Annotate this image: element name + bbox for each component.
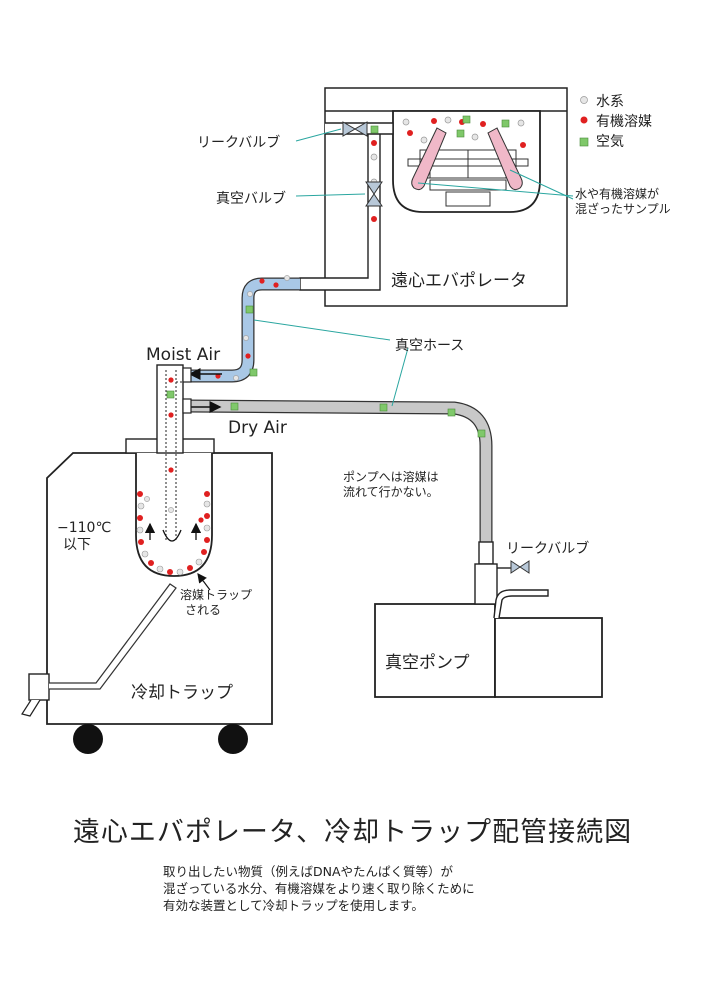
pump-note-label: ポンプへは溶媒は 流れて行かない。 bbox=[343, 470, 439, 499]
leak-valve-pump bbox=[510, 560, 530, 574]
dry-air-hose bbox=[185, 399, 493, 542]
trapped-label: 溶媒トラップ される bbox=[180, 588, 253, 617]
moist-air-label: Moist Air bbox=[146, 345, 221, 365]
sample-tube bbox=[411, 127, 447, 191]
sample-tube bbox=[487, 127, 523, 191]
legend-organic-label: 有機溶媒 bbox=[596, 114, 652, 130]
vacuum-valve bbox=[365, 181, 383, 207]
leak-valve-top bbox=[342, 121, 368, 137]
legend-water-label: 水系 bbox=[596, 94, 624, 110]
legend bbox=[579, 96, 589, 147]
cold-trap bbox=[21, 364, 273, 754]
dry-air-label: Dry Air bbox=[228, 418, 287, 438]
vacuum-pump-label: 真空ポンプ bbox=[385, 653, 470, 673]
vacuum-pump bbox=[374, 541, 603, 698]
vacuum-valve-label: 真空バルブ bbox=[216, 191, 286, 207]
description-line: 有効な装置として冷却トラップを使用します。 bbox=[163, 898, 424, 913]
moist-air-hose bbox=[184, 275, 300, 383]
leak-valve-top-label: リークバルブ bbox=[197, 135, 281, 151]
vacuum-hose-label: 真空ホース bbox=[395, 338, 465, 354]
description: 取り出したい物質（例えばDNAやたんぱく質等）が 混ざっている水分、有機溶媒をよ… bbox=[163, 863, 475, 914]
evaporator-label: 遠心エバポレータ bbox=[391, 271, 527, 291]
leak-valve-pump-label: リークバルブ bbox=[506, 541, 590, 557]
mixed-sample-label: 水や有機溶媒が 混ざったサンプル bbox=[575, 187, 671, 216]
description-line: 取り出したい物質（例えばDNAやたんぱく質等）が bbox=[163, 864, 454, 879]
legend-air-label: 空気 bbox=[596, 134, 624, 150]
page-title: 遠心エバポレータ、冷却トラップ配管接続図 bbox=[72, 817, 633, 848]
cold-trap-label: 冷却トラップ bbox=[131, 683, 233, 703]
description-line: 混ざっている水分、有機溶媒をより速く取り除くために bbox=[163, 881, 475, 896]
temperature-label: −110℃ 以下 bbox=[57, 520, 112, 553]
centrifugal-evaporator bbox=[299, 87, 568, 307]
